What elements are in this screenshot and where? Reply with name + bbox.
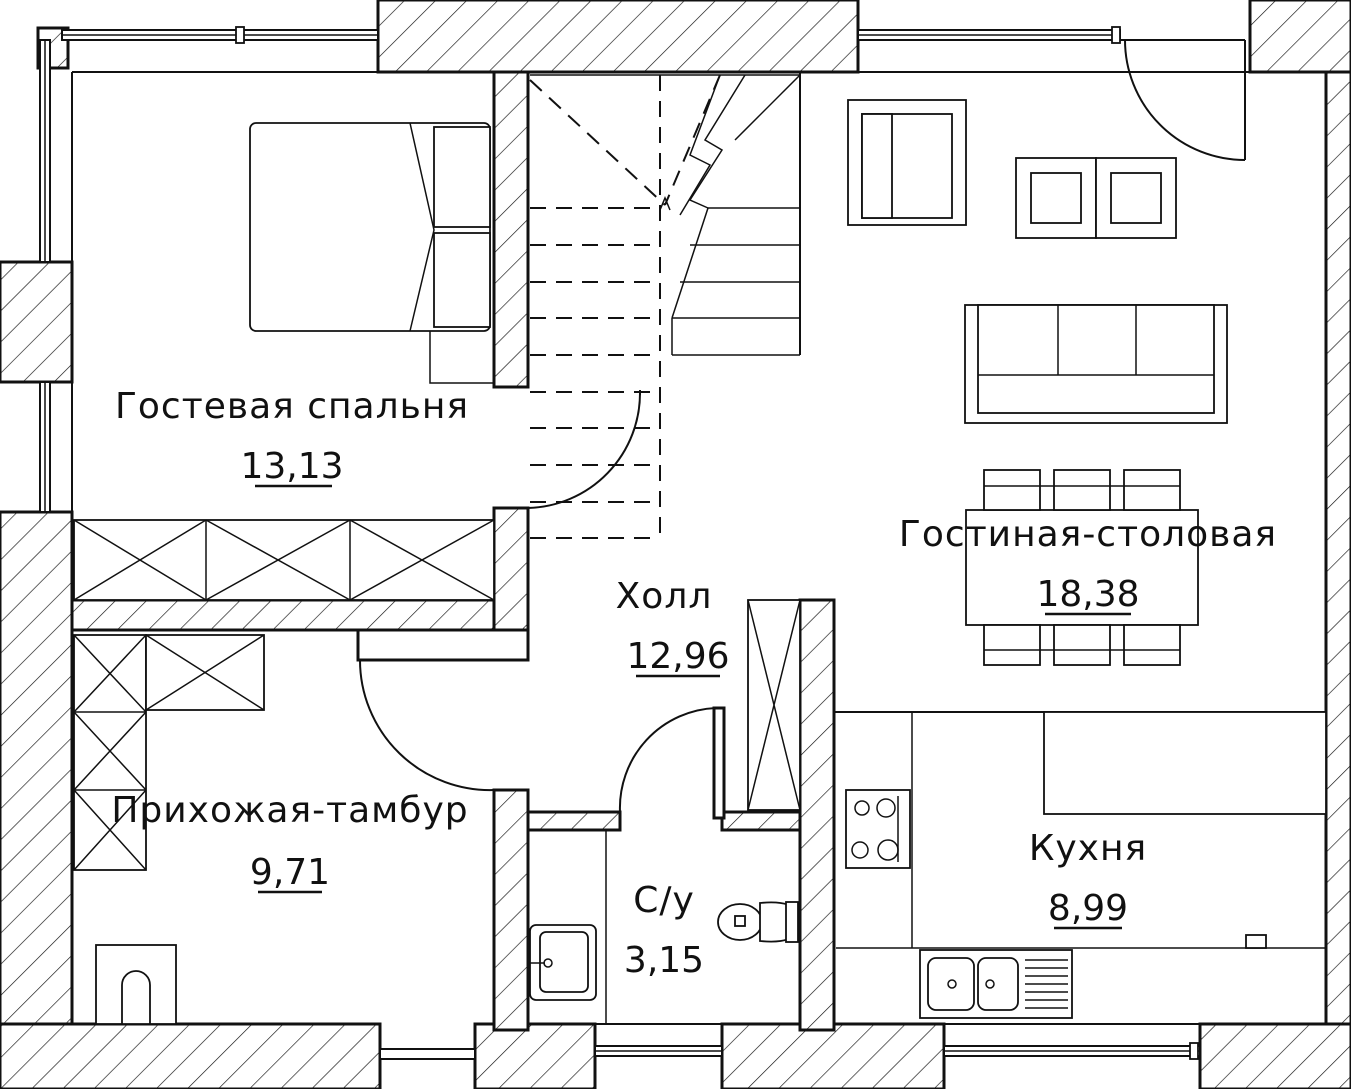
room-area: 13,13	[240, 446, 343, 487]
windows	[39, 26, 1201, 1060]
dining-set	[965, 469, 1199, 666]
room-area: 18,38	[1036, 574, 1139, 615]
ottomans	[1015, 157, 1177, 239]
bed	[249, 122, 494, 384]
toilet	[717, 901, 799, 943]
room-name: Гостиная-столовая	[899, 514, 1277, 555]
room-label-bathroom: С/у 3,15	[624, 880, 704, 981]
armchair	[847, 99, 967, 226]
bathroom-sink	[529, 830, 607, 1024]
bedroom-wardrobe	[73, 519, 495, 601]
room-name: Гостевая спальня	[115, 386, 469, 427]
staircase	[529, 74, 801, 540]
room-label-kitchen: Кухня 8,99	[1029, 828, 1147, 930]
doors	[359, 39, 1246, 813]
kitchen-counter	[836, 711, 1327, 949]
room-name: Кухня	[1029, 828, 1147, 869]
boiler	[95, 944, 177, 1025]
room-label-hall: Холл 12,96	[616, 576, 730, 678]
room-name: Прихожая-тамбур	[111, 790, 468, 831]
vestibule-wardrobe	[73, 634, 265, 871]
room-name: Холл	[616, 576, 713, 617]
room-label-guest-bedroom: Гостевая спальня 13,13	[115, 386, 469, 488]
interior-walls	[70, 70, 1327, 1032]
room-name: С/у	[633, 880, 695, 921]
hall-closet	[747, 599, 801, 811]
kitchen-sink	[919, 949, 1073, 1019]
sofa	[964, 304, 1228, 424]
room-area: 9,71	[250, 852, 330, 893]
room-area: 12,96	[626, 636, 729, 677]
room-label-living-dining: Гостиная-столовая 18,38	[899, 514, 1277, 616]
stove	[845, 789, 911, 869]
room-area: 8,99	[1048, 888, 1128, 929]
room-area: 3,15	[624, 940, 704, 981]
room-label-vestibule: Прихожая-тамбур 9,71	[111, 790, 468, 894]
